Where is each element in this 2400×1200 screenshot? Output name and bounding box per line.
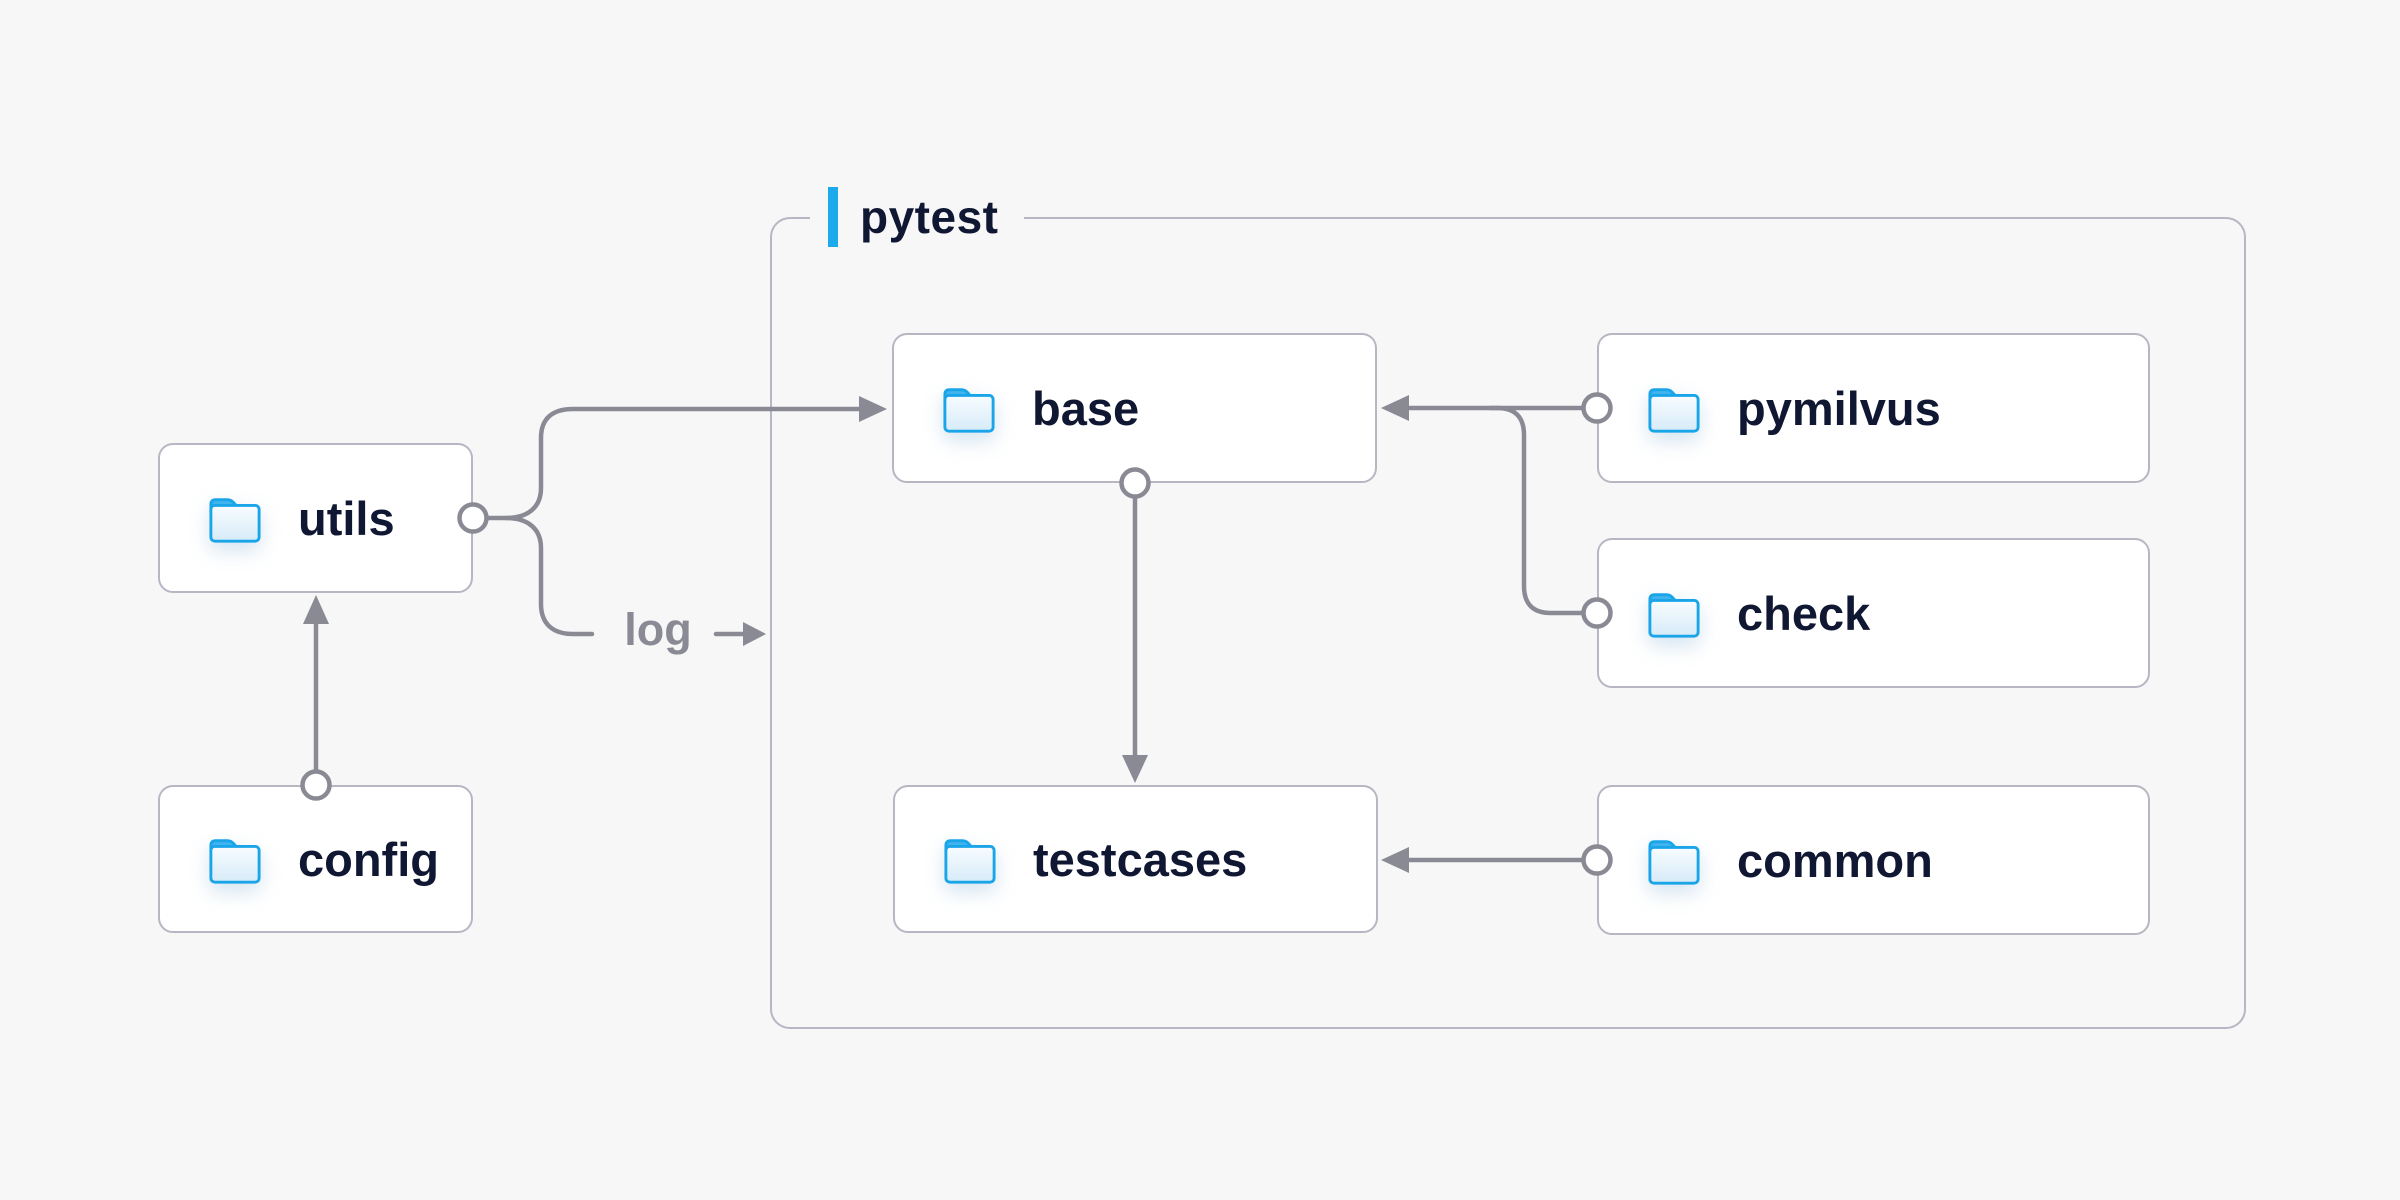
accent-bar [828,187,838,247]
folder-icon [1643,833,1705,887]
node-label: check [1737,586,1871,640]
edge-utils-log [503,515,595,637]
edge-label-log: log [624,604,692,655]
node-check: check [1597,538,2150,688]
node-label: base [1032,381,1140,435]
folder-icon [938,381,1000,435]
pytest-group-label-text: pytest [860,191,999,243]
pytest-group-label: pytest [810,185,1025,249]
node-label: utils [298,491,395,545]
node-common: common [1597,785,2150,935]
node-label: testcases [1033,832,1248,886]
folder-icon [204,832,266,886]
arrowhead-up-into-utils [303,595,329,624]
folder-icon [204,491,266,545]
node-pymilvus: pymilvus [1597,333,2150,483]
node-label: common [1737,833,1933,887]
folder-icon [939,832,1001,886]
node-label: pymilvus [1737,381,1941,435]
node-utils: utils [158,443,473,593]
pytest-group-container [770,217,2246,1029]
arrowhead-log [743,622,766,646]
node-base: base [892,333,1377,483]
folder-icon [1643,381,1705,435]
node-testcases: testcases [893,785,1378,933]
node-label: config [298,832,439,886]
node-config: config [158,785,473,933]
folder-icon [1643,586,1705,640]
